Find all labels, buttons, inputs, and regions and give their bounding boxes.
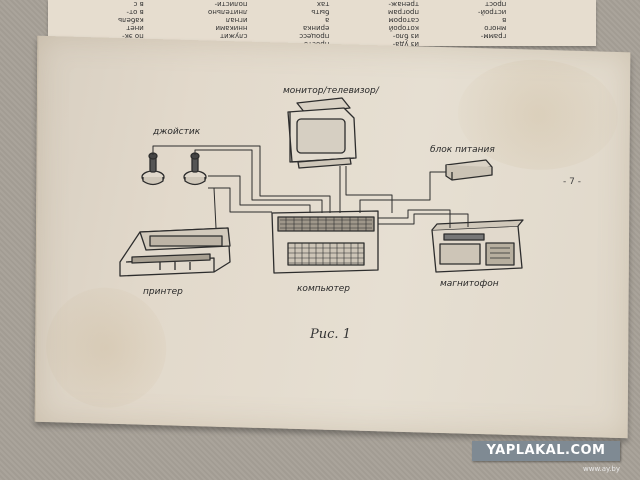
computer-drawing [271, 210, 379, 274]
power-unit-drawing [445, 159, 493, 181]
monitor-drawing [287, 97, 357, 169]
printer-drawing [119, 227, 231, 277]
site-watermark: YAPLAKAL.COM [472, 441, 620, 461]
page-number: - 7 - [563, 177, 581, 187]
site-watermark-small: www.ay.by [583, 465, 621, 473]
figure-caption: Рис. 1 [310, 327, 351, 342]
computer-label: компьютер [297, 284, 350, 294]
joystick-label: джойстик [153, 127, 201, 137]
monitor-label: монитор/телевизор/ [283, 86, 379, 96]
tape-recorder-drawing [431, 219, 524, 273]
cables [152, 145, 469, 229]
joystick-drawing [141, 152, 207, 186]
power-unit-label: блок питания [430, 145, 495, 155]
printer-label: принтер [143, 287, 183, 297]
tape-recorder-label: магнитофон [440, 279, 499, 289]
